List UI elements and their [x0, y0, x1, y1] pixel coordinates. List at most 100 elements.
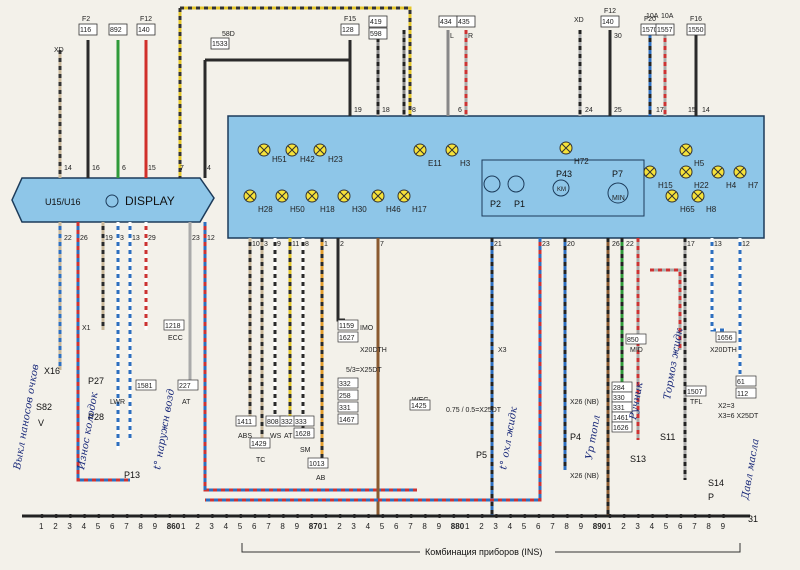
terminal-number-11: 2 [195, 522, 200, 531]
terminal-dot-16 [267, 514, 272, 518]
terminal-number-5: 6 [110, 522, 115, 531]
lamp-cross-H7 [735, 167, 745, 177]
lamp-label-H46: H46 [386, 205, 401, 214]
gauge-p1: P1 [514, 199, 525, 209]
terminal-number-15: 6 [252, 522, 257, 531]
wire-number-35: 22 [626, 241, 634, 248]
part-code-22: 1626 [613, 425, 629, 432]
terminal-number-9: 860 [167, 522, 181, 531]
terminal-dot-13 [224, 514, 229, 518]
part-code-2: 808 [267, 419, 279, 426]
terminal-dot-28 [437, 514, 442, 518]
component-p4: P4 [570, 432, 581, 442]
terminal-number-8: 9 [153, 522, 158, 531]
part-code-10: 258 [339, 393, 351, 400]
fuse-code-f2: 116 [80, 27, 91, 34]
part-code-15: 227 [179, 383, 191, 390]
wire-stripe-41 [710, 238, 725, 332]
part-box-6 [337, 319, 359, 331]
gauge-label-x23: X2=3 [718, 403, 735, 410]
part-box-22 [611, 421, 633, 433]
lamp-cross-H42 [287, 145, 297, 155]
footer-label: Комбинация приборов (INS) [425, 547, 542, 557]
lamp-label-H5: H5 [694, 159, 705, 168]
wire-number-4: 7 [180, 165, 184, 172]
fuse-name-f15: F15 [344, 16, 356, 23]
gauge-label-ws: WS [270, 433, 282, 440]
terminal-dot-47 [707, 514, 712, 518]
part-box-15 [177, 379, 199, 391]
terminal-number-21: 2 [337, 522, 342, 531]
gauge-label-x20dth2: X20DTH [710, 347, 737, 354]
ground-31: 31 [748, 514, 758, 524]
part-code-11: 331 [339, 405, 351, 412]
gauge-min: MIN [612, 195, 625, 202]
fuse-code-f15: 128 [342, 27, 354, 34]
fuse-box-f15 [340, 23, 360, 36]
gauge-label-imo: IMO [360, 325, 374, 332]
terminal-number-43: 4 [650, 522, 655, 531]
part-box-4 [293, 415, 315, 427]
terminal-dot-12 [210, 514, 215, 518]
terminal-number-14: 5 [238, 522, 243, 531]
wire-number-31: 21 [494, 241, 502, 248]
terminal-number-38: 9 [579, 522, 584, 531]
wire-number-16: 26 [80, 235, 88, 242]
terminal-number-36: 7 [550, 522, 555, 531]
gauge-label-lwr: LWR [110, 399, 125, 406]
display-icon [105, 194, 119, 208]
terminal-dot-17 [281, 514, 286, 518]
lamp-label-H15: H15 [658, 181, 673, 190]
part-box-12 [337, 413, 359, 425]
wire-number-30: 7 [380, 241, 384, 248]
wire-number-14: 14 [702, 107, 710, 114]
gauge-label-tc: TC [256, 457, 265, 464]
terminal-number-20: 1 [323, 522, 328, 531]
lamp-label-H7: H7 [748, 181, 759, 190]
wire-number-38: 12 [742, 241, 750, 248]
fuse-code-f892: 892 [110, 27, 122, 34]
lamp-cross-H23 [315, 145, 325, 155]
terminal-number-27: 8 [422, 522, 427, 531]
gauge-label-x26nb: X26 (NB) [570, 399, 599, 406]
part-code-17: 850 [627, 337, 639, 344]
terminal-number-30: 1 [465, 522, 470, 531]
terminal-dot-20 [324, 514, 328, 518]
terminal-dot-7 [139, 514, 144, 518]
terminal-dot-11 [196, 514, 201, 518]
handwritten-h2: Износ колодок [76, 392, 101, 472]
fuse-box-f435 [456, 15, 476, 28]
lamp-label-H23: H23 [328, 155, 343, 164]
terminal-number-41: 2 [621, 522, 626, 531]
terminal-dot-30 [466, 514, 470, 518]
fuse-box-f1557 [655, 23, 675, 36]
part-code-25: 61 [737, 379, 745, 386]
fuse-name-f16: F16 [690, 16, 702, 23]
terminal-number-25: 6 [394, 522, 399, 531]
lamp-label-H51: H51 [272, 155, 287, 164]
gauge-label-x20dth: X20DTH [360, 347, 387, 354]
lamp-cross-E11 [415, 145, 425, 155]
component-s11: S11 [660, 432, 675, 442]
fuse-code-f12b: 140 [602, 19, 614, 26]
terminal-dot-40 [608, 514, 612, 518]
lamp-label-H50: H50 [290, 205, 305, 214]
gauge-km: KM [557, 187, 566, 193]
fuse-box-f12a [136, 23, 156, 36]
lamp-cross-H28 [245, 191, 255, 201]
top-mark-a10a: 10A [646, 13, 659, 20]
part-box-8 [307, 457, 329, 469]
wire-number-20: 29 [148, 235, 156, 242]
terminal-dot-19 [309, 514, 314, 518]
wire-number-2: 6 [122, 165, 126, 172]
terminal-number-37: 8 [564, 522, 569, 531]
terminal-dot-8 [153, 514, 158, 518]
wire-number-9: 6 [458, 107, 462, 114]
fuse-box-f598 [368, 27, 388, 40]
wire-number-0: 14 [64, 165, 72, 172]
lamp-cross-H46 [373, 191, 383, 201]
component-s82: S82 [36, 402, 52, 412]
lamp-label-H42: H42 [300, 155, 315, 164]
